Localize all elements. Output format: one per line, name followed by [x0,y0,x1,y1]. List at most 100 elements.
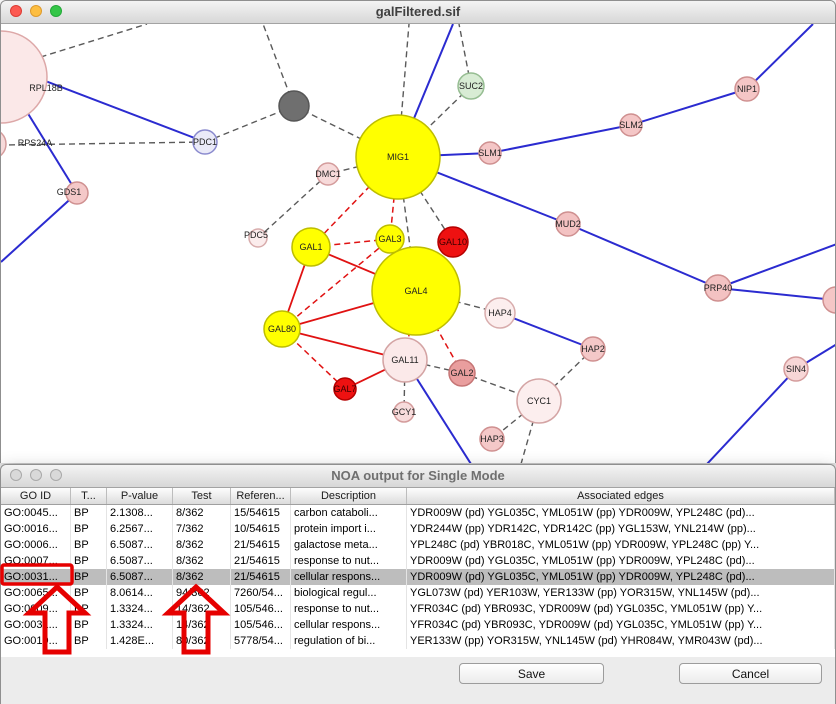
zoom-icon[interactable] [50,469,62,481]
node-label-PDC5: PDC5 [244,230,268,240]
column-header-reference[interactable]: Referen... [231,488,291,504]
node-CYC1[interactable] [516,378,562,424]
cell-associated-edges: YDR244W (pp) YDR142C, YDR142C (pp) YGL15… [407,521,835,537]
column-header-go-id[interactable]: GO ID [1,488,71,504]
node-GAL7[interactable] [333,377,357,401]
network-edge-dash[interactable] [30,24,148,61]
node-GCY1[interactable] [393,401,415,423]
network-edge-blue[interactable] [1,192,78,263]
save-button[interactable]: Save [459,663,604,684]
cell-go-id: GO:0031... [1,617,71,633]
node-label-SUC2: SUC2 [459,81,483,91]
cell-p-value: 1.428E... [107,633,173,649]
cell-type: BP [71,617,107,633]
node-RPL18B[interactable] [1,30,48,124]
node-HAP2[interactable] [580,336,606,362]
network-edge-blue[interactable] [489,124,632,154]
network-edge-dash[interactable] [2,141,206,146]
column-header-associated-edges[interactable]: Associated edges [407,488,835,504]
node-GAL3[interactable] [375,224,405,254]
network-edge-blue[interactable] [499,312,594,350]
node-NIP1[interactable] [734,76,760,102]
network-edge-dash[interactable] [397,156,454,243]
network-edge-blue[interactable] [717,243,835,289]
node-GAL11[interactable] [382,337,428,383]
network-edge-dash[interactable] [257,173,329,239]
node-RPS24A[interactable] [1,129,7,159]
node-SUC2[interactable] [457,72,485,100]
noa-window-titlebar[interactable]: NOA output for Single Mode [1,465,835,488]
node-GDS1[interactable] [65,181,89,205]
minimize-icon[interactable] [30,469,42,481]
network-edge-blue[interactable] [717,287,835,301]
node-label-GAL7: GAL7 [333,384,356,394]
node-GAL80[interactable] [263,310,301,348]
network-edge-blue[interactable] [746,24,814,90]
close-icon[interactable] [10,5,22,17]
cell-associated-edges: YDR009W (pd) YGL035C, YML051W (pp) YDR00… [407,569,835,585]
node-PDC5[interactable] [248,228,268,248]
network-window-titlebar[interactable]: galFiltered.sif [1,1,835,24]
node-SIN4[interactable] [783,356,809,382]
network-edge-reddash[interactable] [281,238,391,330]
column-header-type[interactable]: T... [71,488,107,504]
cell-type: BP [71,521,107,537]
node-HAP4[interactable] [484,297,516,329]
node-SLM1[interactable] [478,141,502,165]
cell-reference: 21/54615 [231,537,291,553]
minimize-icon[interactable] [30,5,42,17]
network-edge-blue[interactable] [706,368,797,463]
node-PDC1[interactable] [192,129,218,155]
cell-go-id: GO:0009... [1,601,71,617]
cell-go-id: GO:0031... [1,569,71,585]
column-header-p-value[interactable]: P-value [107,488,173,504]
cell-test: 8/362 [173,505,231,521]
column-header-test[interactable]: Test [173,488,231,504]
zoom-icon[interactable] [50,5,62,17]
node-edge-node-right[interactable] [822,286,835,314]
node-PRP40[interactable] [704,274,732,302]
cell-test: 80/362 [173,633,231,649]
cell-associated-edges: YPL248C (pd) YBR018C, YML051W (pp) YDR00… [407,537,835,553]
node-DMC1[interactable] [316,162,340,186]
close-icon[interactable] [10,469,22,481]
network-edge-dash[interactable] [204,105,295,143]
cell-test: 8/362 [173,569,231,585]
cell-description: galactose meta... [291,537,407,553]
node-GAL10[interactable] [437,226,469,258]
cell-go-id: GO:0006... [1,537,71,553]
node-label-GAL80: GAL80 [268,324,296,334]
node-SLM2[interactable] [619,113,643,137]
network-edge-blue[interactable] [567,223,719,289]
cell-description: biological regul... [291,585,407,601]
cell-go-id: GO:0065... [1,585,71,601]
node-GAL1[interactable] [291,227,331,267]
cell-type: BP [71,601,107,617]
column-header-description[interactable]: Description [291,488,407,504]
cell-description: regulation of bi... [291,633,407,649]
node-label-GCY1: GCY1 [392,407,417,417]
node-label-RPS24A: RPS24A [18,138,53,148]
cancel-button[interactable]: Cancel [679,663,822,684]
cell-p-value: 2.1308... [107,505,173,521]
node-HAP3[interactable] [479,426,505,452]
node-GAL2[interactable] [448,359,476,387]
cell-test: 14/362 [173,617,231,633]
node-MIG1[interactable] [355,114,441,200]
network-edge-blue[interactable] [630,88,748,126]
node-MUD2[interactable] [555,211,581,237]
node-GAL4[interactable] [371,246,461,336]
node-unnamed-gray[interactable] [278,90,310,122]
